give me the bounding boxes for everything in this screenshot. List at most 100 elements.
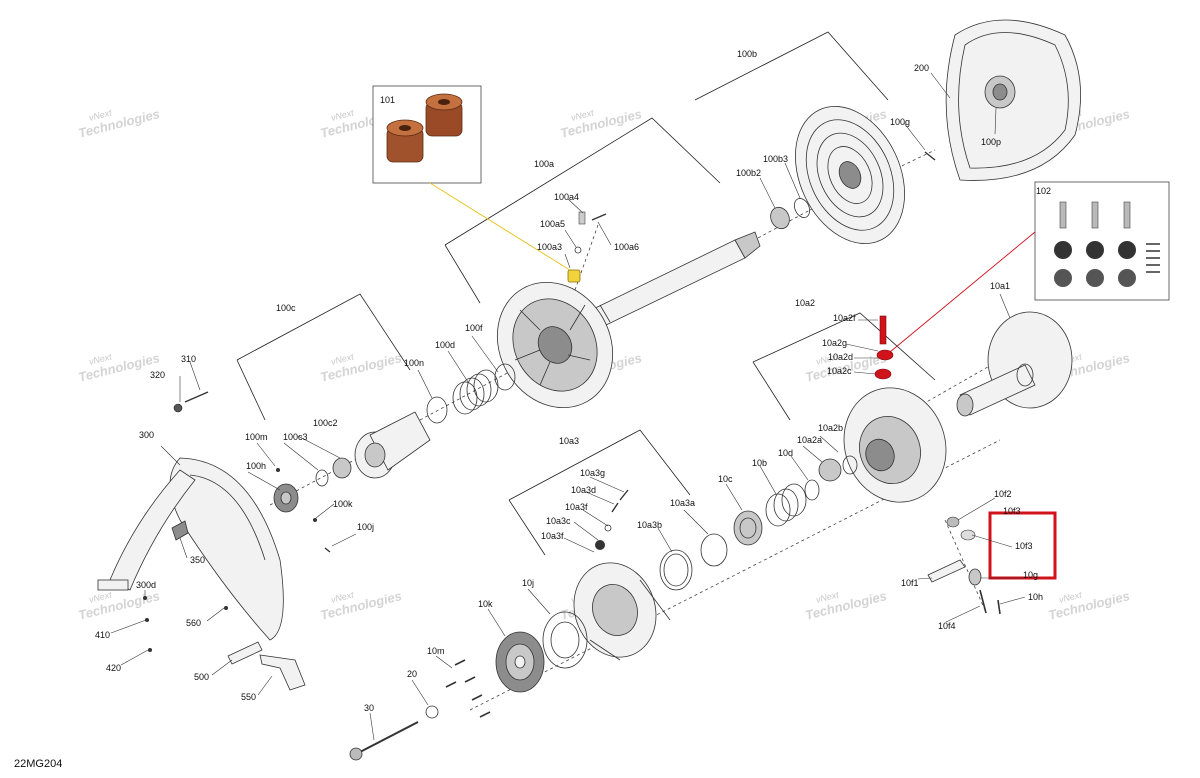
- gasket-10j[interactable]: [542, 611, 588, 669]
- screw-300d[interactable]: [143, 596, 147, 600]
- label-100b: 100b: [737, 49, 757, 59]
- callout-line-101: [429, 182, 574, 273]
- washer-100n[interactable]: [426, 396, 448, 424]
- sliding-sheave-10a1[interactable]: [956, 311, 1073, 417]
- ring-100b3[interactable]: [791, 196, 812, 220]
- ring-10a3a[interactable]: [700, 533, 728, 567]
- pin-10h[interactable]: [997, 599, 1001, 615]
- pin-10a3d[interactable]: [611, 502, 619, 513]
- watermark: vNext Technologies: [77, 106, 161, 141]
- label-10a3f-top: 10a3f: [565, 502, 588, 512]
- spacer-10f3[interactable]: [960, 529, 976, 541]
- bracket-100a: [444, 117, 721, 246]
- label-10a3b: 10a3b: [637, 520, 662, 530]
- label-10c: 10c: [718, 474, 733, 484]
- bolt-10f4[interactable]: [979, 589, 987, 614]
- bracket-10a3: [508, 429, 691, 501]
- housing-10a2[interactable]: [828, 373, 962, 516]
- label-100a6: 100a6: [614, 242, 639, 252]
- label-10d: 10d: [778, 448, 793, 458]
- label-100a3: 100a3: [537, 242, 562, 252]
- label-10f2: 10f2: [994, 489, 1012, 499]
- bushing-10c[interactable]: [733, 510, 763, 546]
- hub-10a3[interactable]: [561, 551, 671, 669]
- pin-100m[interactable]: [276, 468, 280, 472]
- washer-100f[interactable]: [494, 363, 516, 391]
- bearing-10a3b[interactable]: [659, 549, 693, 591]
- spring-100d[interactable]: [452, 369, 499, 415]
- bracket-100c: [236, 293, 411, 371]
- nut-10f2[interactable]: [946, 516, 960, 528]
- roller-100h[interactable]: [273, 483, 299, 513]
- bracket-500[interactable]: [227, 641, 263, 665]
- ring-10a2b[interactable]: [842, 455, 858, 475]
- pin-100a6[interactable]: [591, 213, 607, 221]
- roller-10a3c[interactable]: [595, 540, 605, 550]
- roller-10g[interactable]: [968, 568, 982, 586]
- screw-100g[interactable]: [924, 151, 936, 161]
- nut-320[interactable]: [173, 403, 183, 413]
- label-10f4: 10f4: [938, 621, 956, 631]
- svg-text:Technologies: Technologies: [319, 350, 403, 385]
- label-10m: 10m: [427, 646, 445, 656]
- label-10a3: 10a3: [559, 436, 579, 446]
- label-10f3-hidden: 10f3: [1003, 506, 1021, 516]
- label-10a3a: 10a3a: [670, 498, 695, 508]
- part-10a2c[interactable]: [874, 368, 892, 380]
- label-100h: 100h: [246, 461, 266, 471]
- label-300: 300: [139, 430, 154, 440]
- fixed-sheave-100b[interactable]: [774, 89, 925, 262]
- arm-10f1[interactable]: [927, 559, 966, 583]
- label-320: 320: [150, 370, 165, 380]
- cover-200[interactable]: [945, 19, 1082, 181]
- label-30: 30: [364, 703, 374, 713]
- washer-100k[interactable]: [313, 518, 317, 522]
- bolt-560[interactable]: [224, 606, 228, 610]
- bolt-10a3g[interactable]: [619, 489, 629, 501]
- bolt-10a2f[interactable]: [879, 315, 887, 345]
- drive-pulley-100a[interactable]: [475, 261, 635, 429]
- part-102-inset[interactable]: [1034, 181, 1170, 301]
- plate-10k[interactable]: [495, 631, 545, 693]
- washer-20[interactable]: [425, 705, 439, 719]
- lever-550[interactable]: [259, 654, 306, 691]
- label-102: 102: [1036, 186, 1051, 196]
- washer-100a5[interactable]: [574, 246, 582, 254]
- bushing-10a2a[interactable]: [818, 458, 842, 482]
- label-10a2g: 10a2g: [822, 338, 847, 348]
- bolt-100j[interactable]: [324, 547, 331, 553]
- part-101-inset[interactable]: [372, 85, 482, 184]
- guard-300[interactable]: [97, 457, 284, 641]
- label-10a1: 10a1: [990, 281, 1010, 291]
- washer-410[interactable]: [145, 618, 149, 622]
- label-420: 420: [106, 663, 121, 673]
- svg-text:Technologies: Technologies: [77, 106, 161, 141]
- label-100k: 100k: [333, 499, 353, 509]
- bolt-310[interactable]: [184, 391, 209, 403]
- ring-100c3[interactable]: [315, 469, 329, 487]
- bushing-100c2[interactable]: [332, 457, 352, 479]
- bearing-100b2[interactable]: [767, 204, 793, 232]
- washer-10d[interactable]: [804, 479, 820, 501]
- nut-420[interactable]: [148, 648, 152, 652]
- label-10a2a: 10a2a: [797, 435, 822, 445]
- washer-10a3f[interactable]: [604, 524, 612, 532]
- part-10a2d[interactable]: [876, 349, 894, 361]
- label-10a2d: 10a2d: [828, 352, 853, 362]
- bolt-30[interactable]: [349, 721, 419, 761]
- label-100b3: 100b3: [763, 154, 788, 164]
- svg-text:Technologies: Technologies: [804, 588, 888, 623]
- label-100c2: 100c2: [313, 418, 338, 428]
- label-100j: 100j: [357, 522, 374, 532]
- label-10k: 10k: [478, 599, 493, 609]
- bushing-part-101: [386, 93, 463, 163]
- bushing-100a3[interactable]: [567, 269, 581, 283]
- screws-10m[interactable]: [445, 659, 491, 718]
- bolt-100a4[interactable]: [578, 211, 586, 225]
- watermark: vNext Technologies: [1047, 588, 1131, 623]
- label-100b2: 100b2: [736, 168, 761, 178]
- label-300d: 300d: [136, 580, 156, 590]
- spring-10b[interactable]: [765, 483, 807, 527]
- bracket-350[interactable]: [171, 520, 189, 541]
- spider-100c[interactable]: [354, 411, 431, 479]
